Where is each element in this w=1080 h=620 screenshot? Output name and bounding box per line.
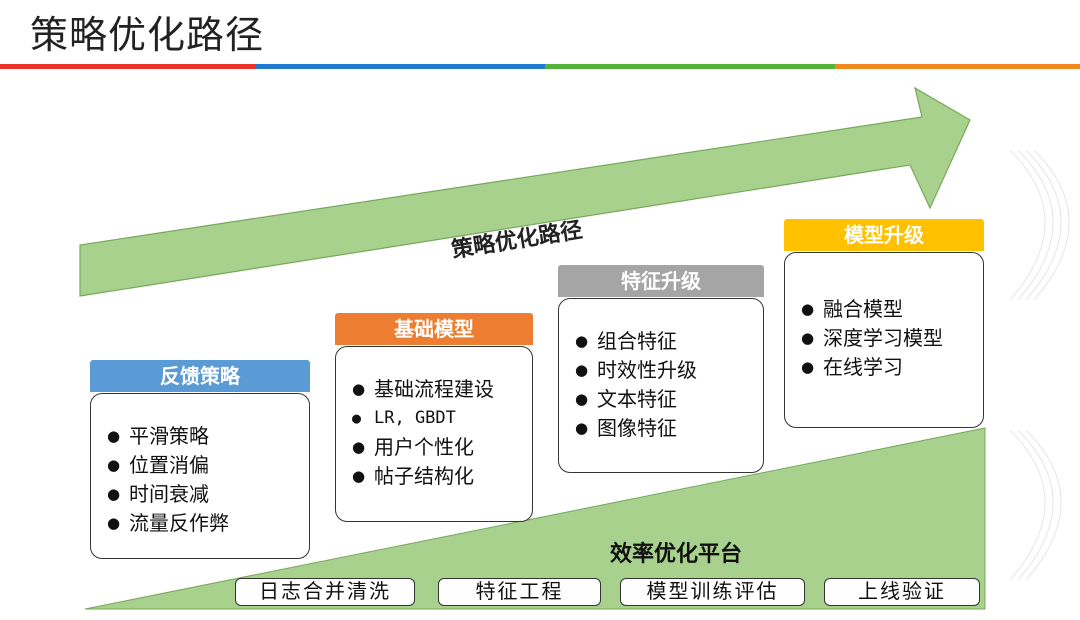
stage-card-feature-upgrade: 组合特征 时效性升级 文本特征 图像特征 xyxy=(558,298,764,473)
stage-item: 时间衰减 xyxy=(107,480,299,509)
stage-item: 位置消偏 xyxy=(107,451,299,480)
module-log-cleaning: 日志合并清洗 xyxy=(235,578,415,606)
title-bar-segment-green xyxy=(545,64,835,69)
platform-title: 效率优化平台 xyxy=(610,541,743,567)
decorative-arc-lines xyxy=(1009,149,1070,581)
page-title: 策略优化路径 xyxy=(30,13,265,57)
title-color-bar xyxy=(0,64,1080,69)
stage-item: 图像特征 xyxy=(575,414,753,443)
stage-item: 用户个性化 xyxy=(352,433,522,462)
stage-item: LR, GBDT xyxy=(352,404,522,433)
stage-item: 帖子结构化 xyxy=(352,462,522,491)
module-model-training: 模型训练评估 xyxy=(620,578,805,606)
stage-header-base-model: 基础模型 xyxy=(335,313,533,345)
stage-card-model-upgrade: 融合模型 深度学习模型 在线学习 xyxy=(784,252,984,428)
platform-wedge xyxy=(84,427,986,610)
stage-item: 流量反作弊 xyxy=(107,509,299,538)
stage-item: 文本特征 xyxy=(575,385,753,414)
stage-card-base-model: 基础流程建设 LR, GBDT 用户个性化 帖子结构化 xyxy=(335,346,533,522)
stage-item: 深度学习模型 xyxy=(801,324,973,353)
title-bar-segment-orange xyxy=(835,64,1080,69)
stage-header-feedback-strategy: 反馈策略 xyxy=(90,360,310,392)
module-feature-engineering: 特征工程 xyxy=(438,578,601,606)
stage-header-feature-upgrade: 特征升级 xyxy=(558,265,764,297)
strategy-arrow xyxy=(79,86,971,297)
stage-header-model-upgrade: 模型升级 xyxy=(784,219,984,251)
title-bar-segment-red xyxy=(0,64,255,69)
stage-item: 融合模型 xyxy=(801,295,973,324)
stage-item: 时效性升级 xyxy=(575,356,753,385)
stage-item: 在线学习 xyxy=(801,353,973,382)
module-online-validation: 上线验证 xyxy=(824,578,980,606)
stage-item: 基础流程建设 xyxy=(352,375,522,404)
stage-item: 平滑策略 xyxy=(107,422,299,451)
stage-card-feedback-strategy: 平滑策略 位置消偏 时间衰减 流量反作弊 xyxy=(90,393,310,559)
title-bar-segment-blue xyxy=(255,64,545,69)
stage-item: 组合特征 xyxy=(575,327,753,356)
